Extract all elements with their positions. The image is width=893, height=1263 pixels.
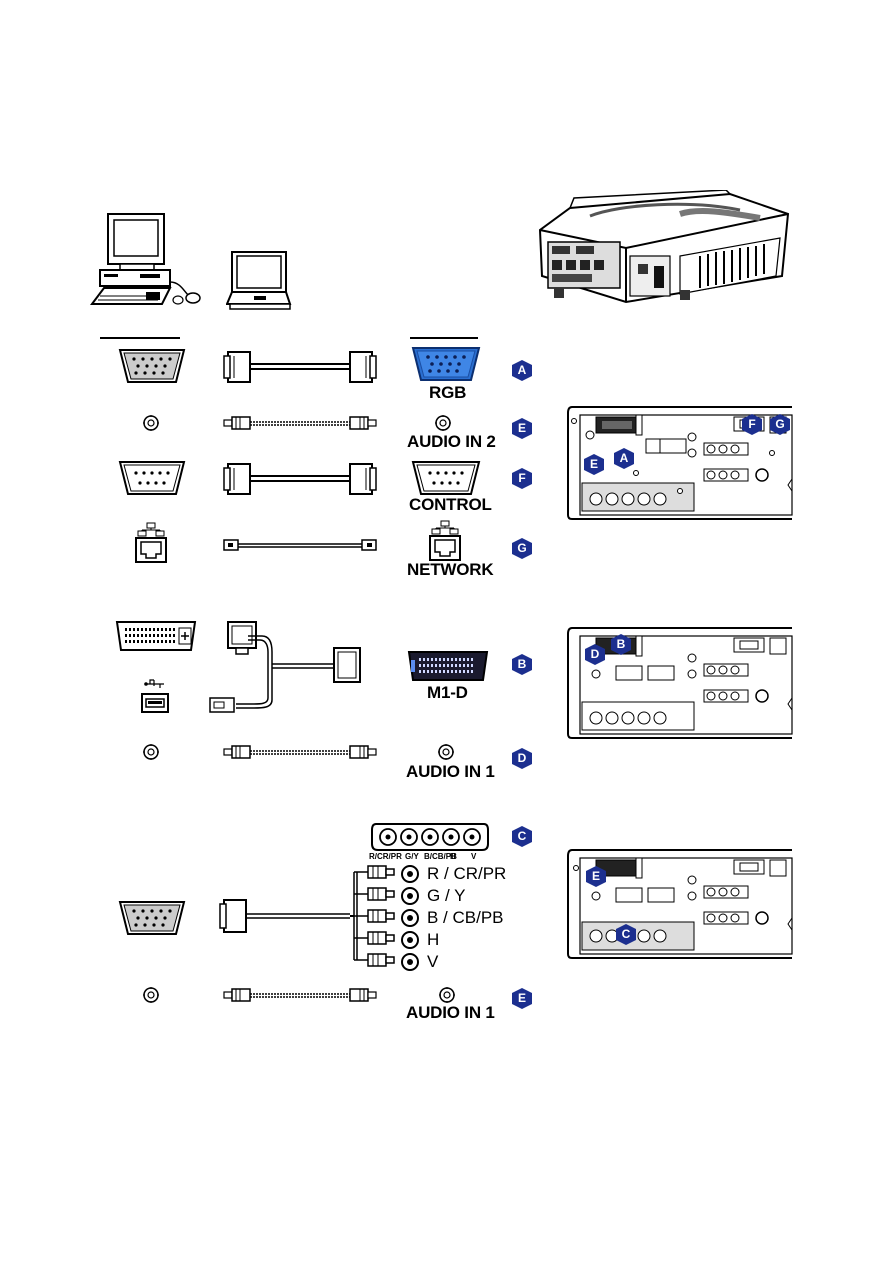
rca-header-b: B/CB/PB [424,852,457,861]
badge-c-section3: C [512,826,532,847]
panel3-badge-c: C [616,924,636,945]
rgb-cable-icon [223,351,377,383]
network-port-label: NETWORK [407,560,494,579]
audio-in-1-label: AUDIO IN 1 [406,762,495,781]
serial-port-projector-icon [411,461,481,495]
audio-jack-projector-icon-2 [438,744,454,760]
audio-cable-icon-2 [223,745,377,759]
rca-label-h: H [427,930,440,949]
panel2-badge-b: B [611,634,631,655]
laptop-computer-illustration [226,251,292,310]
m1d-port-label: M1-D [427,683,468,702]
rca-label-b: B / CB/PB [427,908,504,927]
audio-in-1-label-2: AUDIO IN 1 [406,1003,495,1022]
audio-jack-computer-icon-2 [143,744,159,760]
vga-port-computer-icon-2 [118,901,186,935]
badge-d-section2: D [512,748,532,769]
rs232-cable-icon [223,463,377,495]
lan-port-computer-icon [135,522,167,563]
badge-a: A [512,360,532,381]
panel1-badge-e: E [584,454,604,475]
component-rca-block-icon [371,823,489,851]
badge-f-row3: F [512,468,532,489]
audio-in-2-label: AUDIO IN 2 [407,432,496,451]
m1d-port-projector-icon [407,651,489,681]
component-breakout-cable-icon [219,865,395,967]
panel2-badge-d: D [585,644,605,665]
vga-port-projector-icon [411,347,481,381]
projector-rear-panel-3 [567,849,793,959]
rgb-port-label: RGB [429,383,467,402]
rca-label-r: R / CR/PR [427,864,507,883]
audio-jack-computer-icon [143,415,159,431]
rca-jack-b-icon [401,909,419,927]
divider-line-right [410,337,478,339]
rca-label-g: G / Y [427,886,466,905]
rca-jack-g-icon [401,887,419,905]
control-port-label: CONTROL [409,495,492,514]
serial-port-computer-icon [118,461,186,495]
rca-header-h: H [450,852,456,861]
divider-line-left [100,337,180,339]
panel3-badge-e: E [586,866,606,887]
usb-port-computer-icon [141,679,169,713]
badge-e-row2: E [512,418,532,439]
lan-cable-icon [223,539,377,551]
rca-header-v: V [471,852,477,861]
lan-port-projector-icon [429,520,461,561]
desktop-computer-illustration [90,213,201,305]
rca-label-v: V [427,952,439,971]
badge-b-section2: B [512,654,532,675]
badge-g-row4: G [512,538,532,559]
projector-rear-panel-1 [567,406,793,520]
dvi-port-computer-icon [115,621,197,651]
audio-jack-projector-icon [435,415,451,431]
rca-header-r: R/CR/PR [369,852,402,861]
badge-e-section3: E [512,988,532,1009]
rca-jack-h-icon [401,931,419,949]
rca-header-g: G/Y [405,852,419,861]
m1d-cable-icon [209,621,361,713]
panel1-badge-g: G [770,414,790,435]
audio-cable-icon [223,416,377,430]
vga-port-computer-icon [118,349,186,383]
audio-jack-projector-icon-3 [439,987,455,1003]
panel1-badge-a: A [614,448,634,469]
rca-jack-v-icon [401,953,419,971]
audio-cable-icon-3 [223,988,377,1002]
rca-jack-r-icon [401,865,419,883]
panel1-badge-f: F [742,414,762,435]
projector-illustration [538,190,790,304]
audio-jack-computer-icon-3 [143,987,159,1003]
